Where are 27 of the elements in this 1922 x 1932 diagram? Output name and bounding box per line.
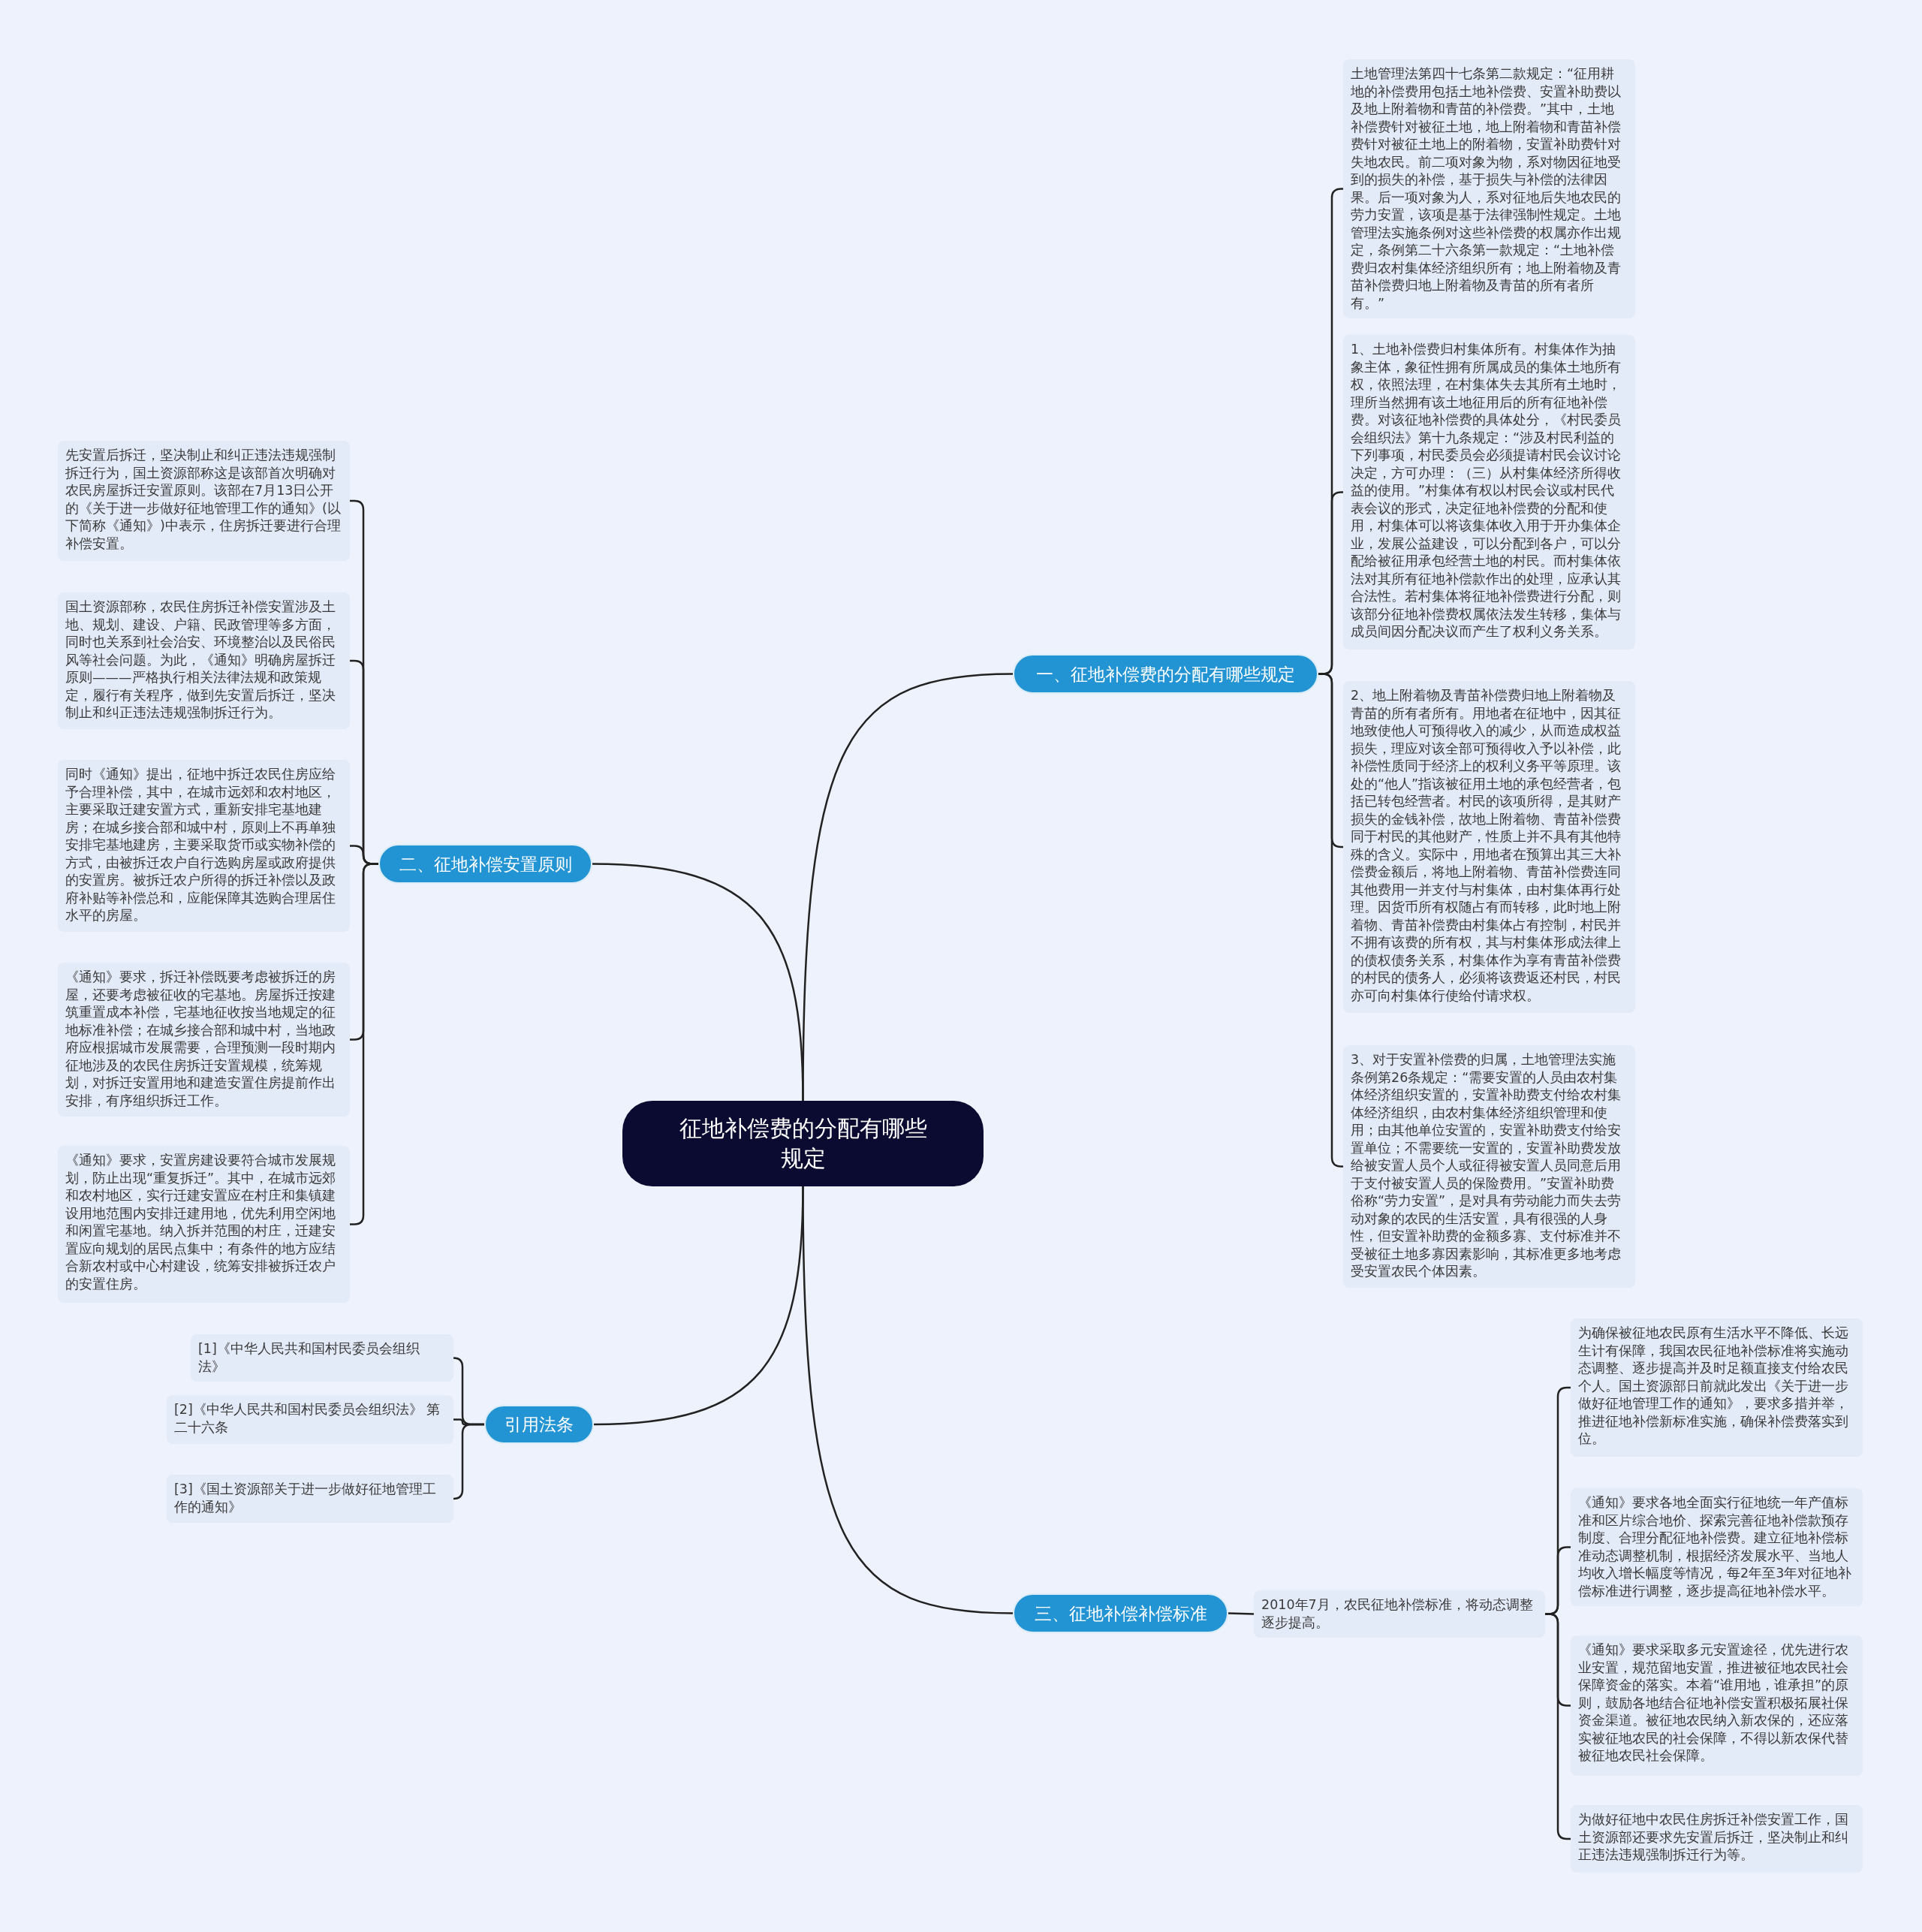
- text-card: 《通知》要求各地全面实行征地统一年产值标准和区片综合地价、探索完善征地补偿款预存制度、合理分配征地补偿费。建立征地补偿标准动态调整机制，根据经济发展水平、当地人均收入增长幅度等情况，每2年至3年对征地补偿标准进行调整，逐步提高征地补偿水平。: [1571, 1488, 1863, 1606]
- text-card: 《通知》要求采取多元安置途径，优先进行农业安置，规范留地安置，推进被征地农民社会保障资金的落实。本着“谁用地，谁承担”的原则，鼓励各地结合征地补偿安置积极拓展社保资金渠道。被征地农民纳入新农保的，还应落实被征地农民的社会保障，不得以新农保代替被征地农民社会保障。: [1571, 1635, 1863, 1776]
- branch-topic: 引用法条: [484, 1405, 594, 1444]
- branch-topic: 二、征地补偿安置原则: [378, 844, 592, 884]
- text-card: [2]《中华人民共和国村民委员会组织法》 第二十六条: [167, 1395, 453, 1444]
- connector-line: [592, 863, 804, 1102]
- text-card: 《通知》要求，安置房建设要符合城市发展规划，防止出现“重复拆迁”。其中，在城市远郊和农村地区，实行迁建安置应在村庄和集镇建设用地范围内安排迁建用地，优先利用空闲地和闲置宅基地。纳入拆并范围的村庄，迁建安置应向规划的居民点集中；有条件的地方应结合新农村或中心村建设，统筹安排被拆迁农户的安置住房。: [58, 1146, 350, 1303]
- text-card: 1、土地补偿费归村集体所有。村集体作为抽象主体，象征性拥有所属成员的集体土地所有权，依照法理，在村集体失去其所有土地时，理所当然拥有该土地征用后的所有征地补偿费。对该征地补偿费的具体处分，《村民委员会组织法》第十九条规定：“涉及村民利益的下列事项，村民委员会必须提请村民会议讨论决定，方可办理：（三）从村集体经济所得收益的使用。”村集体有权以村民会议或村民代表会议的形式，决定征地补偿费的分配和使用，村集体可以将该集体收入用于开办集体企业，发展公益建设，可以分配到各户，可以分配给被征用承包经营土地的村民。而村集体依法对其所有征地补偿款作出的处理，应承认其合法性。若村集体将征地补偿费进行分配，则该部分征地补偿费权属依法发生转移，集体与成员间因分配决议而产生了权利义务关系。: [1343, 335, 1635, 650]
- text-card: [3]《国土资源部关于进一步做好征地管理工作的通知》: [167, 1475, 453, 1523]
- text-card: [1]《中华人民共和国村民委员会组织法》: [191, 1334, 453, 1382]
- branch-topic: 一、征地补偿费的分配有哪些规定: [1013, 654, 1318, 694]
- central-topic: 征地补偿费的分配有哪些规定: [622, 1101, 984, 1186]
- text-card: 《通知》要求，拆迁补偿既要考虑被拆迁的房屋，还要考虑被征收的宅基地。房屋拆迁按建筑重置成本补偿，宅基地征收按当地规定的征地标准补偿；在城乡接合部和城中村，当地政府应根据城市发展需要，合理预测一段时期内征地涉及的农民住房拆迁安置规模，统筹规划，对拆迁安置用地和建造安置住房提前作出安排，有序组织拆迁工作。: [58, 963, 350, 1117]
- connector-line: [452, 1423, 484, 1500]
- connector-line: [1545, 1613, 1571, 1840]
- text-card: 国土资源部称，农民住房拆迁补偿安置涉及土地、规划、建设、户籍、民政管理等多方面，同时也关系到社会治安、环境整治以及民俗民风等社会问题。为此，《通知》明确房屋拆迁原则———严格执行相关法律法规和政策规定，履行有关程序，做到先安置后拆迁，坚决制止和纠正违法违规强制拆迁行为。: [58, 592, 350, 729]
- text-card: 先安置后拆迁，坚决制止和纠正违法违规强制拆迁行为，国土资源部称这是该部首次明确对农民房屋拆迁安置原则。该部在7月13日公开的《关于进一步做好征地管理工作的通知》(以下简称《通知》)中表示，住房拆迁要进行合理补偿安置。: [58, 441, 350, 561]
- connector-line: [802, 1186, 1014, 1614]
- text-card: 2010年7月，农民征地补偿标准，将动态调整逐步提高。: [1254, 1590, 1545, 1638]
- text-card: 为做好征地中农民住房拆迁补偿安置工作，国土资源部还要求先安置后拆迁，坚决制止和纠正违法违规强制拆迁行为等。: [1571, 1805, 1863, 1873]
- text-card: 为确保被征地农民原有生活水平不降低、长远生计有保障，我国农民征地补偿标准将实施动态调整、逐步提高并及时足额直接支付给农民个人。国土资源部日前就此发出《关于进一步做好征地管理工作的通知》，要求多措并举，推进征地补偿新标准实施，确保补偿费落实到位。: [1571, 1319, 1863, 1457]
- connector-line: [1228, 1612, 1255, 1615]
- text-card: 3、对于安置补偿费的归属，土地管理法实施条例第26条规定：“需要安置的人员由农村集体经济组织安置的，安置补助费支付给农村集体经济组织，由农村集体经济组织管理和使用；由其他单位安置的，安置补助费支付给安置单位；不需要统一安置的，安置补助费发放给被安置人员个人或征得被安置人员同意后用于支付被安置人员的保险费用。”安置补助费俗称“劳力安置”，是对具有劳动能力而失去劳动对象的农民的生活安置，具有很强的人身性，但安置补助费的金额多寡、支付标准并不受被征土地多寡因素影响，其标准更多地考虑受安置农民个体因素。: [1343, 1045, 1635, 1288]
- text-card: 2、地上附着物及青苗补偿费归地上附着物及青苗的所有者所有。用地者在征地中，因其征地致使他人可预得收入的减少，从而造成权益损失，理应对该全部可预得收入予以补偿，此补偿性质同于经济上的权利义务平等原理。该处的“他人”指该被征用土地的承包经营者，包括已转包经营者。村民的该项所得，是其财产损失的金钱补偿，故地上附着物、青苗补偿费同于村民的其他财产，性质上并不具有其他特殊的含义。实际中，用地者在预算出其三大补偿费金额后，将地上附着物、青苗补偿费连同其他费用一并支付与村集体，由村集体再行处理。因货币所有权随占有而转移，此时地上附着物、青苗补偿费由村集体占有控制，村民并不拥有该费的所有权，其与村集体形成法律上的债权债务关系，村集体作为享有青苗补偿费的村民的债务人，必须将该费返还村民，村民亦可向村集体行使给付请求权。: [1343, 681, 1635, 1013]
- text-card: 同时《通知》提出，征地中拆迁农民住房应给予合理补偿，其中，在城市远郊和农村地区，主要采取迁建安置方式，重新安排宅基地建房；在城乡接合部和城中村，原则上不再单独安排宅基地建房，主要采取货币或实物补偿的方式，由被拆迁农户自行选购房屋或政府提供的安置房。被拆迁农户所得的拆迁补偿以及政府补贴等补偿总和，应能保障其选购合理居住水平的房屋。: [58, 760, 350, 932]
- branch-topic: 三、征地补偿补偿标准: [1013, 1593, 1228, 1633]
- text-card: 土地管理法第四十七条第二款规定：“征用耕地的补偿费用包括土地补偿费、安置补助费以及地上附着物和青苗的补偿费。”其中，土地补偿费针对被征土地，地上附着物和青苗补偿费针对被征土地上的附着物，安置补助费针对失地农民。前二项对象为物，系对物因征地受到的损失的补偿，基于损失与补偿的法律因果。后一项对象为人，系对征地后失地农民的劳力安置，该项是基于法律强制性规定。土地管理法实施条例对这些补偿费的权属亦作出规定，条例第二十六条第一款规定：“土地补偿费归农村集体经济组织所有；地上附着物及青苗补偿费归地上附着物及青苗的所有者所有。”: [1343, 59, 1635, 318]
